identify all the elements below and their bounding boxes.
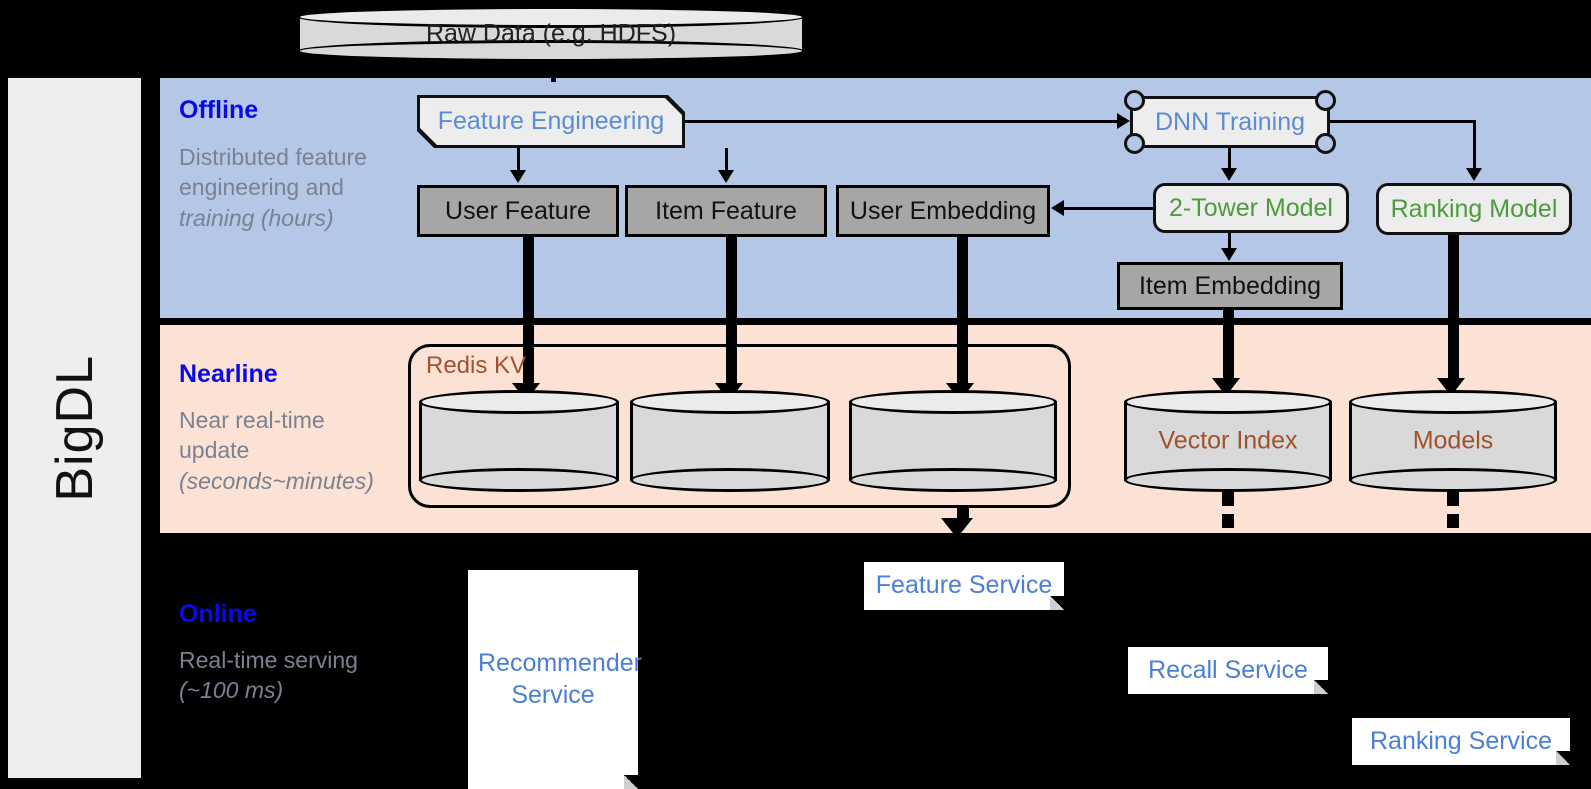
pipe-userfeature bbox=[523, 237, 534, 387]
nearline-stage-title: Nearline bbox=[179, 360, 278, 388]
page-fold-icon bbox=[1314, 680, 1328, 694]
pipe-itemembedding bbox=[1223, 310, 1234, 382]
nearline-desc-text: Near real-time update bbox=[179, 407, 325, 464]
ranking-service-node[interactable]: Ranking Service bbox=[1352, 718, 1570, 765]
item-feature-node[interactable]: Item Feature bbox=[625, 185, 827, 237]
recall-service-node[interactable]: Recall Service bbox=[1128, 647, 1328, 694]
redis-store-cylinder-1[interactable] bbox=[419, 390, 619, 492]
pipe-stub-vectorindex-b bbox=[1222, 514, 1234, 528]
arrowhead-fe-userfeature bbox=[510, 170, 526, 183]
arrowhead-redis-featureservice bbox=[941, 518, 973, 538]
connector-fe-itemfeature bbox=[725, 148, 728, 172]
online-desc-text: Real-time serving bbox=[179, 647, 358, 673]
cylinder-top bbox=[1124, 390, 1332, 414]
dnn-training-label: DNN Training bbox=[1154, 107, 1306, 136]
two-tower-model-label: 2-Tower Model bbox=[1169, 193, 1333, 222]
connector-twotower-userembedding bbox=[1064, 207, 1156, 210]
cylinder-body bbox=[419, 401, 619, 481]
notch-tl bbox=[1124, 90, 1145, 111]
ranking-service-label: Ranking Service bbox=[1369, 726, 1553, 755]
online-stage-title: Online bbox=[179, 600, 257, 628]
ranking-model-node[interactable]: Ranking Model bbox=[1376, 183, 1572, 235]
cylinder-top bbox=[297, 6, 805, 28]
cylinder-bottom bbox=[630, 468, 830, 492]
feature-engineering-node[interactable]: Feature Engineering bbox=[420, 98, 682, 145]
cylinder-top bbox=[630, 390, 830, 414]
online-stage-desc: Real-time serving (~100 ms) bbox=[179, 645, 394, 706]
bigdl-platform-rail: BigDL bbox=[8, 78, 141, 778]
arrowhead-fe-dnn bbox=[1117, 113, 1130, 129]
user-feature-label: User Feature bbox=[445, 196, 591, 225]
notch-tr bbox=[1315, 90, 1336, 111]
connector-dnn-ranking-h bbox=[1330, 120, 1476, 123]
recommender-service-node[interactable]: Recommender Service bbox=[468, 570, 642, 789]
page-fold-icon bbox=[624, 775, 638, 789]
dnn-training-node[interactable]: DNN Training bbox=[1124, 90, 1336, 154]
nearline-stage-desc: Near real-time update (seconds~minutes) bbox=[179, 405, 394, 496]
offline-stage-title: Offline bbox=[179, 96, 259, 124]
redis-store-cylinder-2[interactable] bbox=[630, 390, 830, 492]
arrowhead-twotower-userembedding bbox=[1051, 200, 1064, 216]
arrowhead-fe-itemfeature bbox=[718, 170, 734, 183]
redis-kv-label: Redis KV bbox=[426, 352, 527, 379]
user-embedding-label: User Embedding bbox=[849, 196, 1037, 225]
feature-service-label: Feature Service bbox=[875, 571, 1053, 600]
cylinder-bottom bbox=[1124, 468, 1332, 492]
cylinder-top bbox=[849, 390, 1057, 414]
feature-engineering-label: Feature Engineering bbox=[437, 107, 665, 136]
cylinder-bottom bbox=[1349, 468, 1557, 492]
page-fold-icon bbox=[1556, 751, 1570, 765]
connector-twotower-itemembedding bbox=[1228, 233, 1231, 251]
feature-engineering-border: Feature Engineering bbox=[417, 95, 685, 148]
nearline-desc-emph: (seconds~minutes) bbox=[179, 467, 374, 494]
item-embedding-label: Item Embedding bbox=[1138, 271, 1322, 300]
two-tower-model-node[interactable]: 2-Tower Model bbox=[1153, 183, 1349, 233]
item-embedding-node[interactable]: Item Embedding bbox=[1117, 262, 1343, 310]
ranking-model-label: Ranking Model bbox=[1390, 194, 1558, 223]
notch-bl bbox=[1124, 133, 1145, 154]
arrowhead-twotower-itemembedding bbox=[1221, 248, 1237, 261]
pipe-stub-models-b bbox=[1447, 514, 1459, 528]
cylinder-top bbox=[1349, 390, 1557, 414]
pipe-rankingmodel bbox=[1448, 235, 1459, 382]
pipe-userembedding bbox=[957, 237, 968, 387]
user-embedding-node[interactable]: User Embedding bbox=[836, 185, 1050, 237]
bigdl-label: BigDL bbox=[45, 354, 104, 502]
redis-store-cylinder-3[interactable] bbox=[849, 390, 1057, 492]
arrowhead-rawdata-fe bbox=[537, 60, 569, 80]
feature-service-node[interactable]: Feature Service bbox=[864, 562, 1064, 610]
recommender-service-label: Recommender Service bbox=[478, 649, 642, 709]
offline-stage-desc: Distributed feature engineering and trai… bbox=[179, 142, 394, 233]
offline-desc-emph: training (hours) bbox=[179, 204, 334, 231]
connector-fe-userfeature bbox=[517, 148, 520, 172]
raw-data-label: Raw Data (e.g. HDFS) bbox=[425, 19, 677, 48]
vector-index-label: Vector Index bbox=[1158, 426, 1298, 455]
connector-dnn-ranking-v bbox=[1473, 120, 1476, 170]
offline-desc-text: Distributed feature engineering and bbox=[179, 144, 367, 201]
connector-dnn-twotower bbox=[1228, 148, 1231, 170]
models-label: Models bbox=[1412, 426, 1494, 455]
notch-br bbox=[1315, 133, 1336, 154]
cylinder-bottom bbox=[849, 468, 1057, 492]
item-feature-label: Item Feature bbox=[655, 196, 797, 225]
raw-data-cylinder: Raw Data (e.g. HDFS) bbox=[297, 6, 805, 62]
cylinder-top bbox=[419, 390, 619, 414]
user-feature-node[interactable]: User Feature bbox=[417, 185, 619, 237]
pipe-stub-models-a bbox=[1447, 492, 1459, 506]
online-desc-emph: (~100 ms) bbox=[179, 677, 284, 704]
arrowhead-dnn-ranking bbox=[1466, 168, 1482, 181]
cylinder-bottom bbox=[419, 468, 619, 492]
connector-fe-dnn bbox=[685, 120, 1117, 123]
vector-index-cylinder[interactable]: Vector Index bbox=[1124, 390, 1332, 492]
redis-kv-container bbox=[408, 344, 1071, 508]
arrowhead-dnn-twotower bbox=[1221, 168, 1237, 181]
pipe-stub-vectorindex-a bbox=[1222, 492, 1234, 506]
recall-service-label: Recall Service bbox=[1148, 655, 1308, 684]
pipe-itemfeature bbox=[726, 237, 737, 387]
models-cylinder[interactable]: Models bbox=[1349, 390, 1557, 492]
page-fold-icon bbox=[1050, 596, 1064, 610]
pipe-stub-redis-featureservice bbox=[957, 505, 969, 519]
